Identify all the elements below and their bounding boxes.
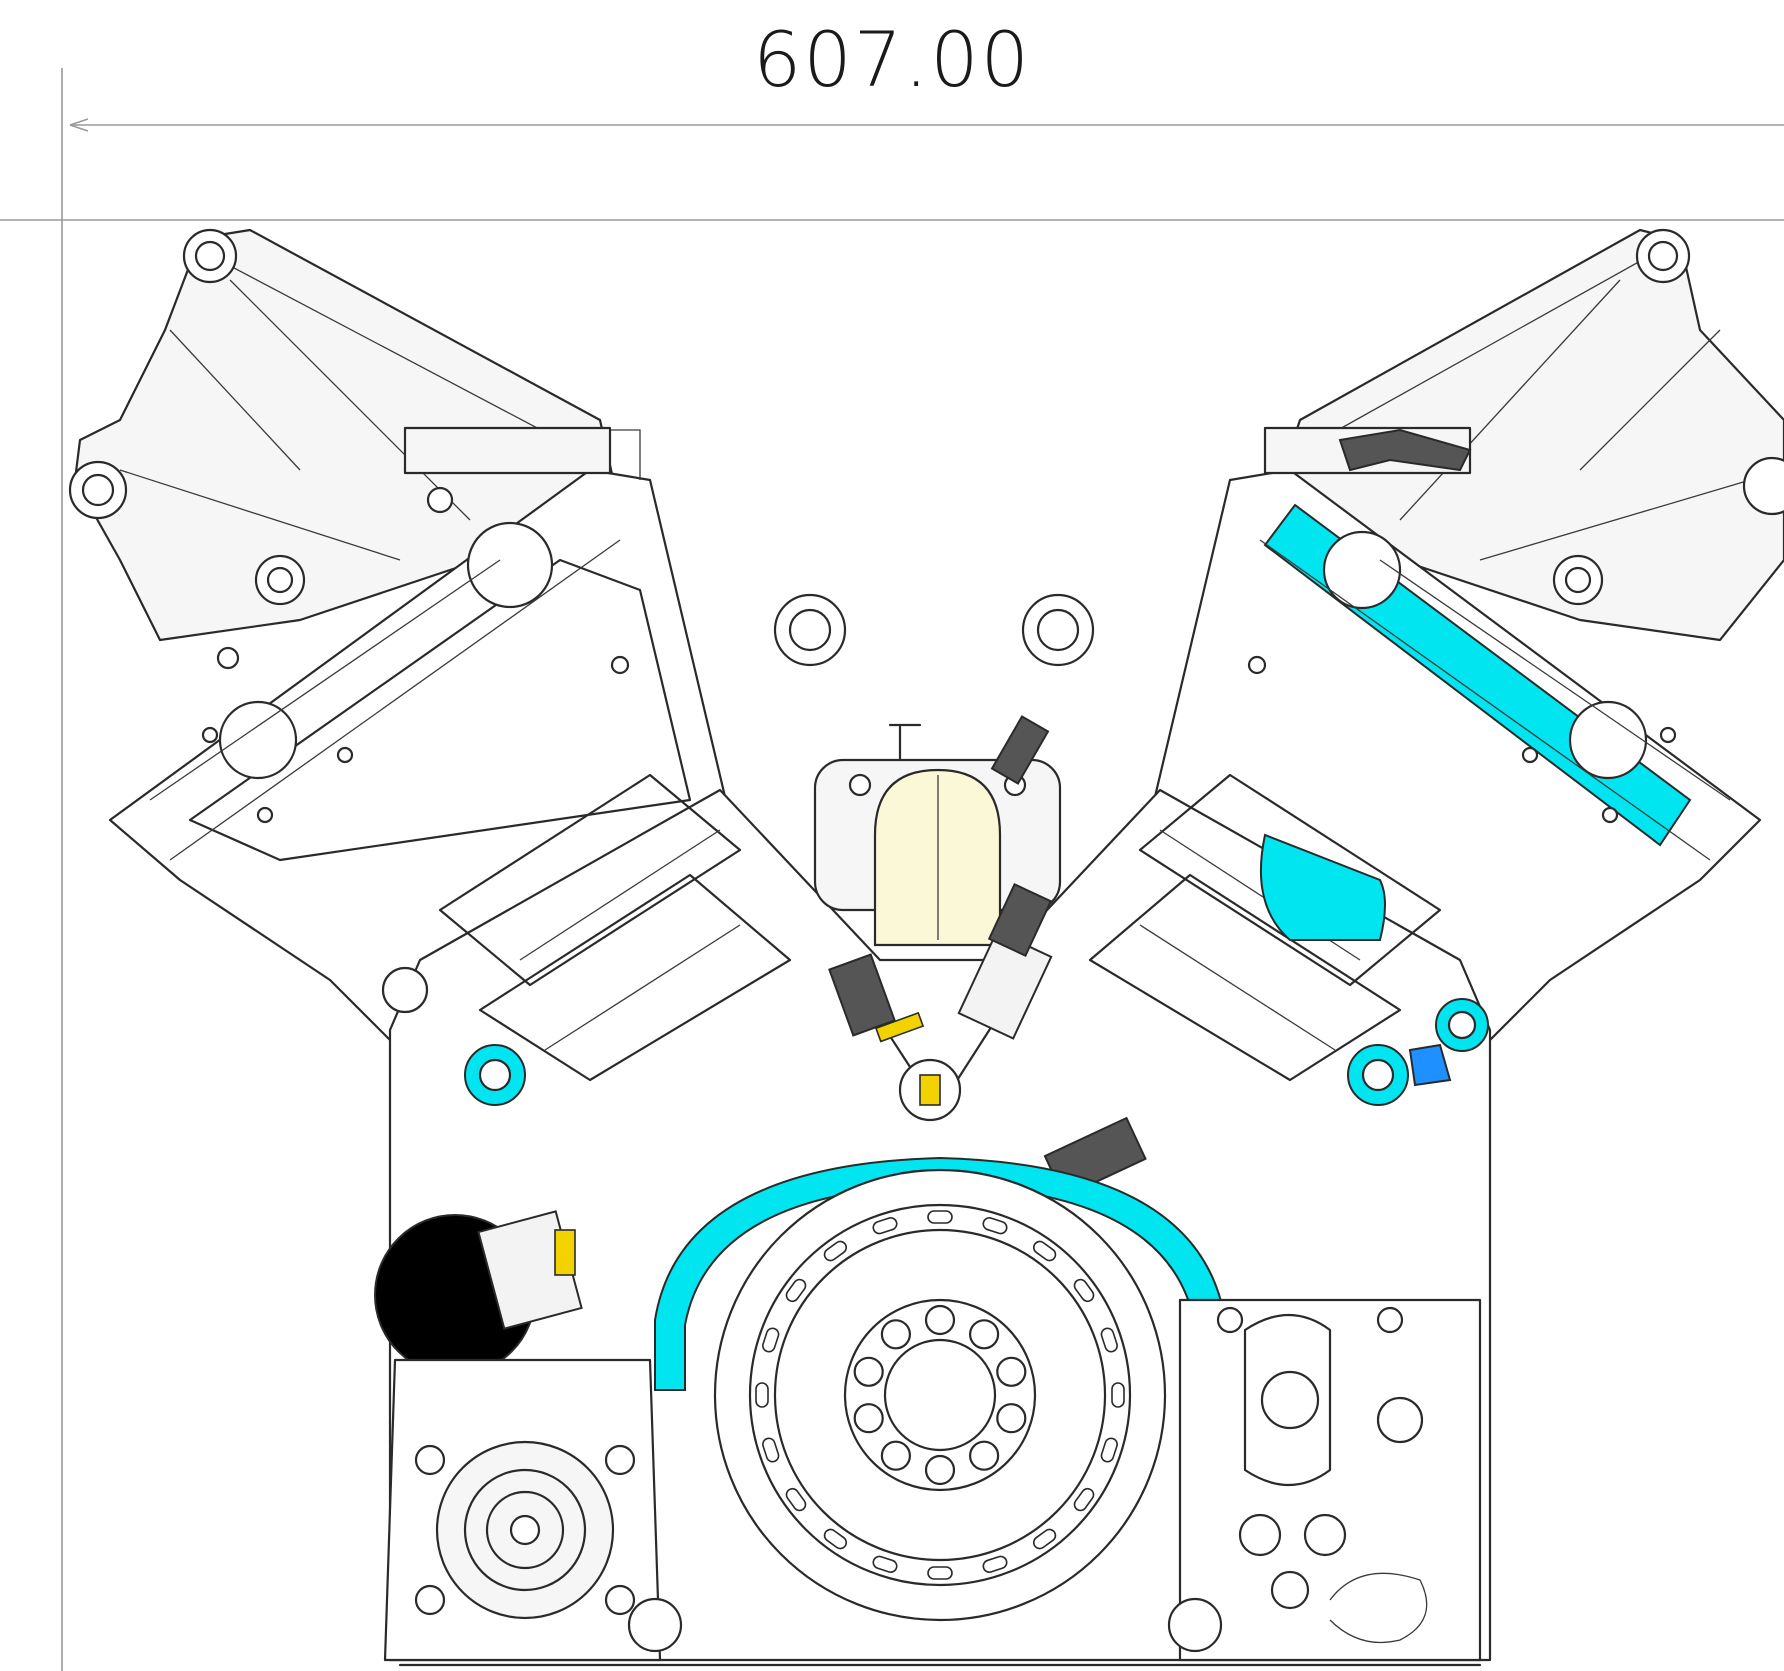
flywheel-ring-slot [982,1217,1008,1235]
flywheel-ring-slot [872,1217,898,1235]
dimension-arrow-icon [69,118,89,132]
flywheel-ring-slot [982,1555,1008,1573]
flywheel-bolt-hole [924,1304,956,1336]
side-bosses [381,966,1489,1106]
flywheel-bolt-hole [996,1403,1027,1434]
oil-pump-housing [1178,1298,1482,1662]
flywheel-ring-slot [1111,1382,1125,1408]
sensor-connector-icon [828,953,896,1037]
sensor-connector-icon [987,883,1053,957]
flywheel-bolt-hole [880,1319,912,1350]
flywheel-ring-slot [762,1327,780,1353]
dimension-lines [0,68,1784,1671]
flywheel-ring-slot [1032,1240,1057,1262]
flywheel-ring-slot [762,1437,780,1463]
flywheel-ring-slot [785,1487,807,1512]
flywheel-ring-slot [1073,1278,1095,1303]
flywheel-icon [654,1156,1226,1622]
accumulator-ball [374,1210,583,1376]
flywheel-bolt-hole [996,1356,1027,1387]
sensor-connector-icon [1338,428,1472,472]
flywheel-bolt-hole [853,1403,884,1434]
flywheel-ring-slot [1032,1528,1057,1550]
coolant-pocket [1259,833,1386,941]
flywheel-bolt-hole [968,1319,1000,1350]
flywheel-ring-slot [823,1528,848,1550]
pump-housing-icon [383,1358,662,1662]
dimension-label: 607.00 [753,15,1031,104]
flywheel-ring-slot [755,1382,769,1408]
coolant-cap-icon [813,723,1062,1122]
flywheel-ring-slot [1100,1437,1118,1463]
flywheel-bolt-hole [853,1356,884,1387]
flywheel-bolt-hole [880,1440,912,1471]
sump-base [398,1597,1482,1667]
flywheel-ring-slot [872,1555,898,1573]
flywheel-ring-slot [1073,1487,1095,1512]
flywheel-bolt-hole [968,1440,1000,1471]
flywheel-ring-slot [785,1278,807,1303]
sensor-connector-icon [990,715,1050,785]
flywheel-ring-slot [927,1210,953,1224]
right-mount-bracket [1268,228,1784,642]
flywheel-bolt-hole [924,1454,956,1486]
flywheel-ring-slot [927,1566,953,1580]
flywheel-ring-slot [1100,1327,1118,1353]
flywheel-ring-slot [823,1240,848,1262]
